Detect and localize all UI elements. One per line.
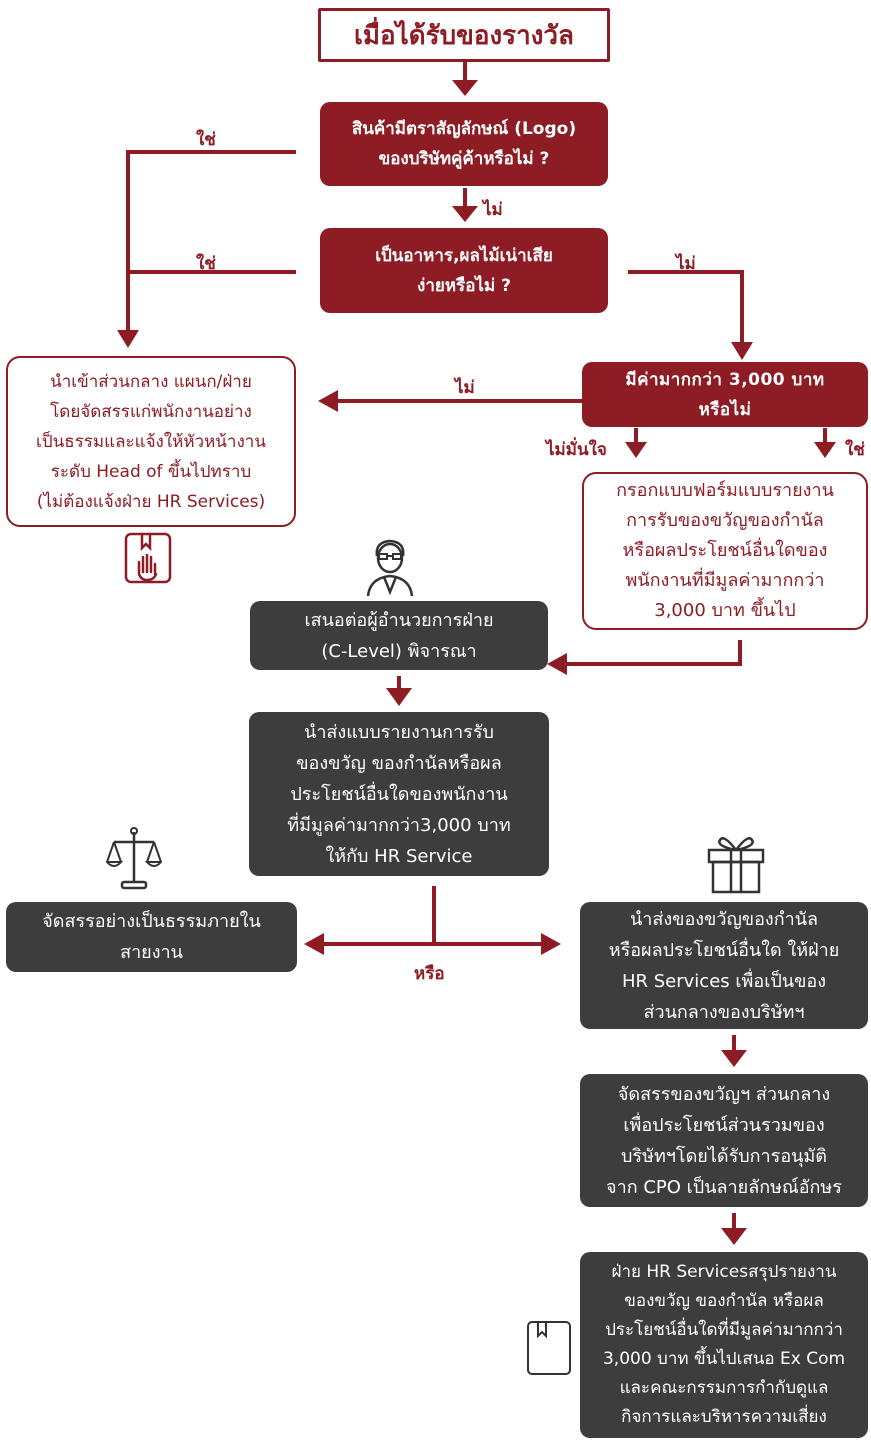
- executive-person-icon: [366, 539, 414, 597]
- hr-summary-box: ฝ่าย HR Servicesสรุปรายงาน ของขวัญ ของกำ…: [580, 1252, 868, 1438]
- flow-title: เมื่อได้รับของรางวัล: [318, 8, 610, 62]
- submit-report-box: นำส่งแบบรายงานการรับ ของขวัญ ของกำนัลหรื…: [249, 712, 549, 876]
- allocate-central-box: จัดสรรของขวัญฯ ส่วนกลาง เพื่อประโยชน์ส่ว…: [580, 1074, 868, 1207]
- gift-box-icon: [707, 837, 765, 894]
- label-yes-food: ใช่: [196, 254, 216, 274]
- label-yes-logo: ใช่: [196, 130, 216, 150]
- label-no-value: ไม่: [455, 378, 475, 398]
- label-unsure: ไม่มั่นใจ: [546, 440, 607, 460]
- submit-gift-box: นำส่งของขวัญของกำนัล หรือผลประโยชน์อื่นใ…: [580, 902, 868, 1029]
- central-allocation-box: นำเข้าส่วนกลาง แผนก/ฝ่าย โดยจัดสรรแก่พนั…: [6, 356, 296, 527]
- label-no-logo: ไม่: [483, 200, 503, 220]
- fair-allocation-box: จัดสรรอย่างเป็นธรรมภายใน สายงาน: [6, 902, 297, 972]
- book-icon: [527, 1321, 571, 1375]
- question-perishable-food: เป็นอาหาร,ผลไม้เน่าเสีย ง่ายหรือไม่ ?: [320, 228, 608, 313]
- label-no-food: ไม่: [676, 254, 696, 274]
- label-yes-value: ใช่: [845, 440, 865, 460]
- report-form-box: กรอกแบบฟอร์มแบบรายงาน การรับของขวัญของกำ…: [582, 472, 868, 630]
- scales-icon: [106, 827, 162, 890]
- stop-hand-book-icon: [124, 532, 172, 584]
- question-value-over-3000: มีค่ามากกว่า 3,000 บาท หรือไม่: [582, 362, 868, 427]
- question-logo: สินค้ามีตราสัญลักษณ์ (Logo) ของบริษัทคู่…: [320, 102, 608, 186]
- label-or: หรือ: [414, 964, 445, 984]
- propose-c-level-box: เสนอต่อผู้อำนวยการฝ่าย (C-Level) พิจารณา: [250, 601, 548, 670]
